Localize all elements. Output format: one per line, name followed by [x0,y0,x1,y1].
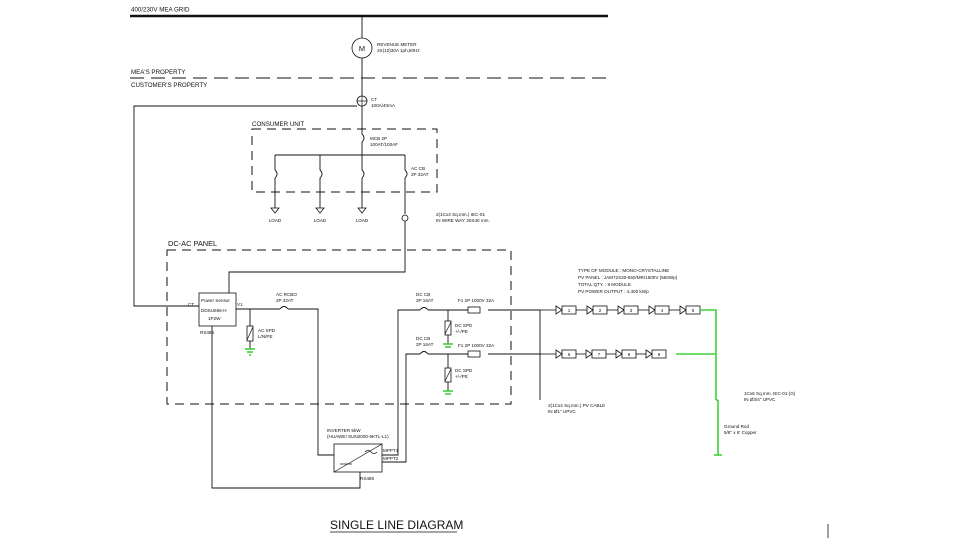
power-sensor-rs485-tag: RS485 [200,330,214,335]
pv-cable-spec: 2(1Cx4 Sq.mm.) PV CABLE [548,403,605,408]
power-sensor-ct-tag: CT [188,302,194,307]
mcb-label: MCB 2P [370,136,387,141]
pv-module-diode-icon [617,305,625,315]
dc-ac-panel-title: DC-AC PANEL [168,239,217,248]
ac-rcbo-rating: 2P 32AT [276,298,294,303]
module-panel: PV PANEL : JAM72S30-550/MR/1500V (550Wp) [578,275,678,280]
power-sensor-type: 1P2W [208,316,221,321]
dc-spd-2-spec: +/-/PE [455,374,468,379]
ac-cb-rating: 2P 32AT [411,172,429,177]
pv-module-number: 1 [568,308,571,313]
fuse-label-2: F1 2P 1000V 32A [458,343,495,348]
pv-module-number: 4 [661,308,664,313]
pv-module-number: 5 [692,308,695,313]
meter-label: REVENUE METER [377,42,417,47]
pv-module-diode-icon [555,305,563,315]
ac-rcbo-label: AC RCBO [276,292,297,297]
diagram-title-block: SINGLE LINE DIAGRAM [330,518,463,533]
pv-module-number: 6 [568,352,571,357]
power-sensor-v-tag: V1 [237,302,243,307]
consumer-unit: CONSUMER UNIT [251,121,438,193]
mcb-rating: 100AT/100AF [370,142,398,147]
ct-label: CT [371,97,377,102]
inverter: INVERTER 5kW (HUAWEI SUN2000-5KTL-L1) MP… [327,428,399,481]
ac-cb-label: AC CB [411,166,425,171]
consumer-unit-title: CONSUMER UNIT [252,121,304,128]
fuse-label-1: F1 2P 1000V 32A [458,298,495,303]
load-label-1: LOAD [269,218,282,223]
module-type: TYPE OF MODULE : MONO-CRYSTALLINE [578,268,669,273]
dc-spd-2-label: DC SPD [455,368,473,373]
ac-spd-label: AC SPD [258,328,276,333]
dc-cb-1-label: DC CB [416,292,430,297]
pv-module [651,349,667,359]
meter-symbol: M [359,44,365,53]
inverter-model: (HUAWEI SUN2000-5KTL-L1) [327,434,389,439]
pv-module-diode-icon [679,305,687,315]
ground-cable-spec: 1Cx6 Sq.mm. IEC-01 (G) [744,391,796,396]
dc-spd-1: DC SPD +/-/PE [443,310,473,348]
revenue-meter: M REVENUE METER 3X(10)30A 1ph,50Hz [351,37,420,59]
inverter-label: INVERTER 5kW [327,428,361,433]
pv-module-diode-icon [615,349,623,359]
load-branches: LOAD LOAD LOAD [269,155,369,223]
dc-ac-panel: DC-AC PANEL [166,239,512,405]
ground-cable-route: IN Ø3/4" UPVC [744,397,776,402]
dc-spd-1-label: DC SPD [455,323,473,328]
inverter-mppt1: MPPT1 [383,448,399,453]
property-boundary: MEA'S PROPERTY CUSTOMER'S PROPERTY [130,69,610,89]
load-label-2: LOAD [314,218,327,223]
pv-module-diode-icon [648,305,656,315]
module-qty: TOTAL QTY. : 8 MODULE [578,282,631,287]
current-transformer: CT 100A/40mA [356,95,396,108]
ac-rcbo: AC RCBO 2P 32AT [276,292,297,310]
module-info: TYPE OF MODULE : MONO-CRYSTALLINE PV PAN… [578,268,678,294]
grounding-system: 1Cx6 Sq.mm. IEC-01 (G) IN Ø3/4" UPVC Gro… [676,309,796,456]
diagram-title: SINGLE LINE DIAGRAM [330,518,463,532]
dc-cb-2-rating: 2P 16AT [416,342,434,347]
pv-module-diode-icon [586,305,594,315]
pv-cable-route: IN Ø1" UPVC [548,409,576,414]
grid-label: 400/230V MEA GRID [131,7,190,14]
ac-spd-spec: L/N/PE [258,334,273,339]
ac-circuit-breaker: AC CB 2P 32AT [404,155,429,179]
mea-property-label: MEA'S PROPERTY [131,69,185,76]
customer-property-label: CUSTOMER'S PROPERTY [131,82,207,89]
ct-value: 100A/40mA [371,103,396,108]
pv-module-number: 9 [658,352,661,357]
ac-cable-route: IN WIRE WAY 30X40 mm. [436,218,490,223]
dc-spd-1-spec: +/-/PE [455,329,468,334]
module-output: PV POWER OUTPUT : 4,400 kWp [578,289,649,294]
power-sensor: Power Sensor DDSU666-H 1P2W CT V1 RS485 [188,292,243,335]
pv-module-diode-icon [585,349,593,359]
ground-rod-spec: 5/8" x 6' Copper [724,430,757,435]
ground-symbol [245,348,255,356]
pv-module-number: 8 [628,352,631,357]
mea-grid-bus: 400/230V MEA GRID [130,7,608,18]
main-circuit-breaker: MCB 2P 100AT/100AF [361,133,398,147]
power-sensor-name: Power Sensor [201,298,230,303]
dc-cb-string-1: F1 2P 1000V 32A DC CB 2P 16AT [382,292,540,456]
dc-cb-string-2: F1 2P 1000V 32A DC CB 2P 16AT [382,336,540,463]
pv-module-diode-icon [555,349,563,359]
dc-cb-2-label: DC CB [416,336,430,341]
dc-spd-2: DC SPD +/-/PE [443,354,473,395]
pv-string-2: 6 7 8 9 [540,349,667,359]
load-label-3: LOAD [356,218,369,223]
ac-surge-protector: AC SPD L/N/PE [246,309,276,349]
inverter-rs485: RS485 [360,476,374,481]
meter-rating: 3X(10)30A 1ph,50Hz [377,48,420,53]
ac-cable-spec: 2(1Cx4 Sq.mm.) IEC-01 [436,212,485,217]
ground-rod-label: Ground Rod [724,424,749,429]
pv-string-1: 1 2 3 4 5 [540,305,701,315]
pv-module-number: 2 [599,308,602,313]
pv-module-number: 7 [598,352,601,357]
pv-module-number: 3 [630,308,633,313]
pv-module-diode-icon [645,349,653,359]
dc-cb-1-rating: 2P 16AT [416,298,434,303]
inverter-mppt2: MPPT2 [383,456,399,461]
power-sensor-model: DDSU666-H [201,308,227,313]
